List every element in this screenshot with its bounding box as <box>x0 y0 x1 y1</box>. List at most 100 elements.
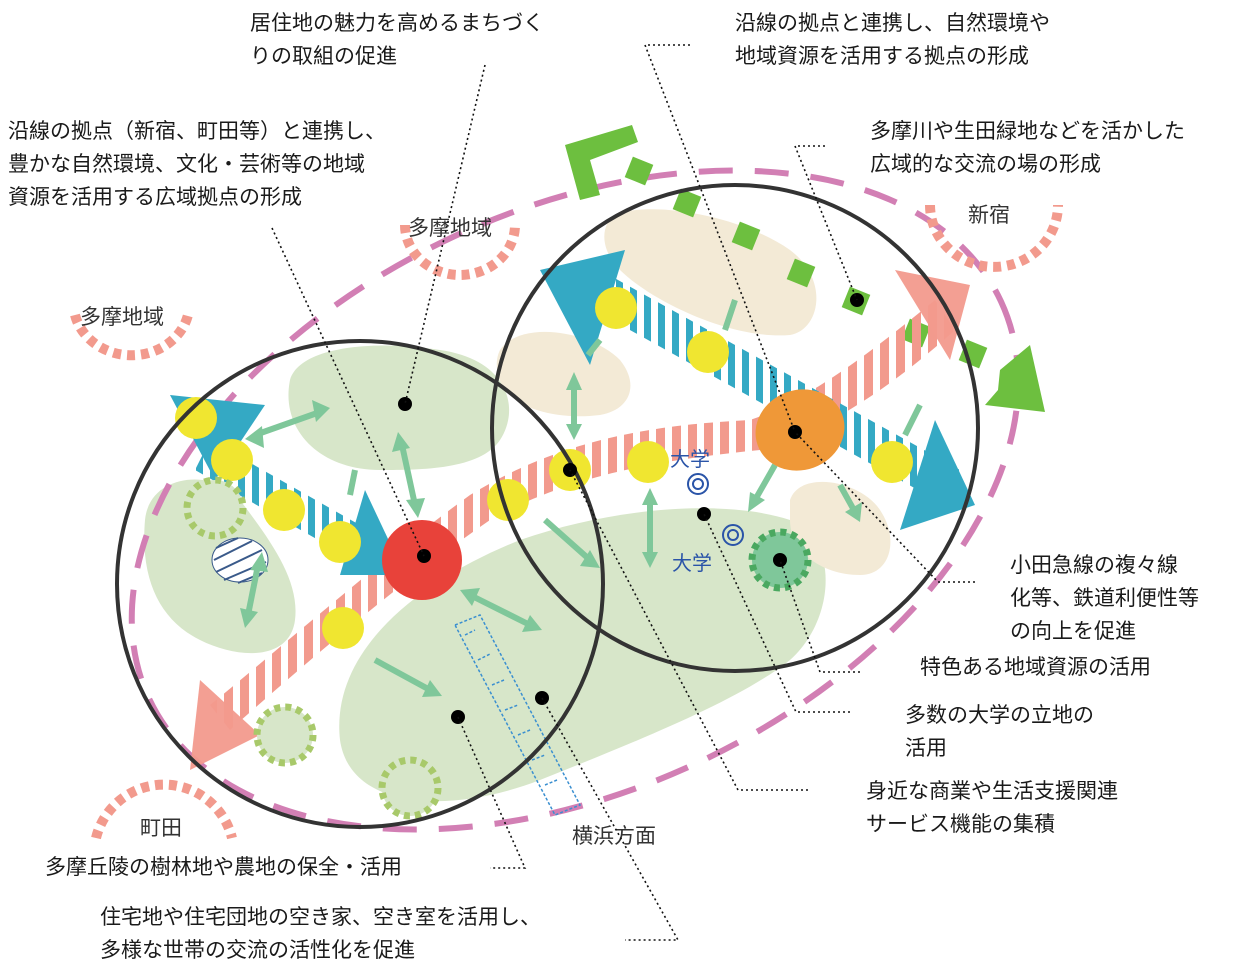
station-dot <box>627 441 669 483</box>
station-dot <box>175 397 217 439</box>
annotation-line: 資源を活用する広域拠点の形成 <box>8 185 302 209</box>
annotation-line: 沿線の拠点と連携し、自然環境や <box>735 11 1050 35</box>
arc-tama-left <box>70 313 193 361</box>
annotation-line: 沿線の拠点（新宿、町田等）と連携し、 <box>8 119 386 143</box>
station-dot <box>319 521 361 563</box>
place-shinjuku: 新宿 <box>968 203 1010 227</box>
annotation-line: 多摩川や生田緑地などを活かした <box>870 119 1185 143</box>
green-arrow <box>245 400 330 448</box>
station-dot <box>322 607 364 649</box>
annotation-3: 沿線の拠点（新宿、町田等）と連携し、 豊かな自然環境、文化・芸術等の地域 資源を… <box>8 119 386 209</box>
annotation-line: 豊かな自然環境、文化・芸術等の地域 <box>8 152 365 176</box>
leader-line <box>794 431 975 583</box>
annotation-10: 住宅地や住宅団地の空き家、空き室を活用し、 多様な世帯の交流の活性化を促進 <box>100 905 541 962</box>
green-arrow <box>902 403 923 437</box>
leader-line <box>404 64 486 405</box>
green-arrow <box>347 469 358 496</box>
place-yokohama: 横浜方面 <box>572 824 656 848</box>
resource-marker <box>253 703 317 767</box>
annotation-line: 多数の大学の立地の <box>905 703 1094 727</box>
annotation-line: の向上を促進 <box>1010 619 1136 643</box>
railway-arrow-west <box>190 680 260 770</box>
station-dot <box>211 439 253 481</box>
university-label-2: 大学 <box>672 551 712 575</box>
area-circle-east <box>490 183 980 673</box>
annotation-2: 沿線の拠点と連携し、自然環境や 地域資源を活用する拠点の形成 <box>735 11 1050 68</box>
green-area-south <box>339 508 826 802</box>
leader-line <box>643 44 796 433</box>
annotation-5: 小田急線の複々線 化等、鉄道利便性等 の向上を促進 <box>1010 553 1199 643</box>
green-arrow <box>585 338 603 357</box>
annotation-line: 多摩丘陵の樹林地や農地の保全・活用 <box>45 855 402 879</box>
railway-arrow-east <box>895 270 970 360</box>
station-dot <box>871 441 913 483</box>
annotation-line: 特色ある地域資源の活用 <box>920 655 1151 679</box>
annotation-1: 居住地の魅力を高めるまちづく りの取組の促進 <box>250 11 544 68</box>
annotation-line: 地域資源を活用する拠点の形成 <box>735 44 1029 68</box>
university-icon <box>687 473 709 495</box>
leader-dot <box>697 507 711 521</box>
green-arrow <box>373 657 442 697</box>
leader-line <box>271 227 425 557</box>
green-area-group <box>144 345 826 802</box>
leader-dot <box>773 553 787 567</box>
leader-line-group <box>271 44 975 941</box>
station-dot <box>487 479 529 521</box>
green-arrow <box>837 483 862 522</box>
annotation-8: 身近な商業や生活支援関連 サービス機能の集積 <box>866 779 1118 836</box>
station-dot <box>263 489 305 531</box>
green-area-north <box>288 345 510 470</box>
leader-line <box>457 716 527 869</box>
station-dot <box>595 287 637 329</box>
arc-tama-top <box>400 224 520 280</box>
green-arrow <box>543 517 600 568</box>
green-arrow <box>460 588 542 632</box>
annotation-line: 住宅地や住宅団地の空き家、空き室を活用し、 <box>100 905 541 929</box>
annotation-4: 多摩川や生田緑地などを活かした 広域的な交流の場の形成 <box>870 119 1185 176</box>
beige-area-east <box>790 481 891 575</box>
area-circle-west <box>115 339 605 829</box>
arc-shinjuku <box>925 204 1063 272</box>
leader-dot-group <box>398 293 864 724</box>
annotation-line: 身近な商業や生活支援関連 <box>866 779 1118 803</box>
green-arrow <box>240 552 268 628</box>
resource-marker <box>183 476 247 540</box>
blue-corridor-east <box>540 250 975 530</box>
leader-line <box>569 469 808 791</box>
beige-area-north <box>604 209 817 336</box>
beige-area-west <box>496 331 631 417</box>
housing-band <box>453 614 582 816</box>
annotation-6: 特色ある地域資源の活用 <box>920 655 1151 679</box>
place-tama-top: 多摩地域 <box>408 216 492 240</box>
annotation-9: 多摩丘陵の樹林地や農地の保全・活用 <box>45 855 402 879</box>
arc-machida <box>91 779 237 840</box>
annotation-line: 多様な世帯の交流の活性化を促進 <box>100 938 415 962</box>
annotation-line: りの取組の促進 <box>250 44 397 68</box>
green-arrow-group <box>240 299 923 697</box>
green-arrow <box>392 432 425 518</box>
leader-line <box>793 145 858 301</box>
annotation-line: 広域的な交流の場の形成 <box>870 152 1101 176</box>
wide-area-dashed-ellipse <box>128 167 1022 833</box>
place-arc-group <box>70 204 1063 840</box>
station-dot <box>687 331 729 373</box>
beige-area-group <box>496 209 891 575</box>
annotation-line: 居住地の魅力を高めるまちづく <box>250 11 544 35</box>
university-icon <box>722 524 744 546</box>
annotation-line: 化等、鉄道利便性等 <box>1010 586 1199 610</box>
green-arrow <box>722 299 738 331</box>
railway-band <box>190 270 970 770</box>
university-label-1: 大学 <box>670 447 710 471</box>
green-arrow <box>566 372 582 440</box>
annotation-7: 多数の大学の立地の 活用 <box>905 703 1094 760</box>
annotation-line: サービス機能の集積 <box>866 812 1055 836</box>
leader-line <box>779 559 860 673</box>
place-machida: 町田 <box>140 816 182 840</box>
annotation-line: 活用 <box>905 736 947 760</box>
leader-dot <box>398 397 412 411</box>
blue-arrow-head-se <box>900 420 975 530</box>
green-arrow <box>642 488 658 568</box>
blue-arrow-head-nw <box>540 250 625 365</box>
resource-marker <box>378 756 442 820</box>
